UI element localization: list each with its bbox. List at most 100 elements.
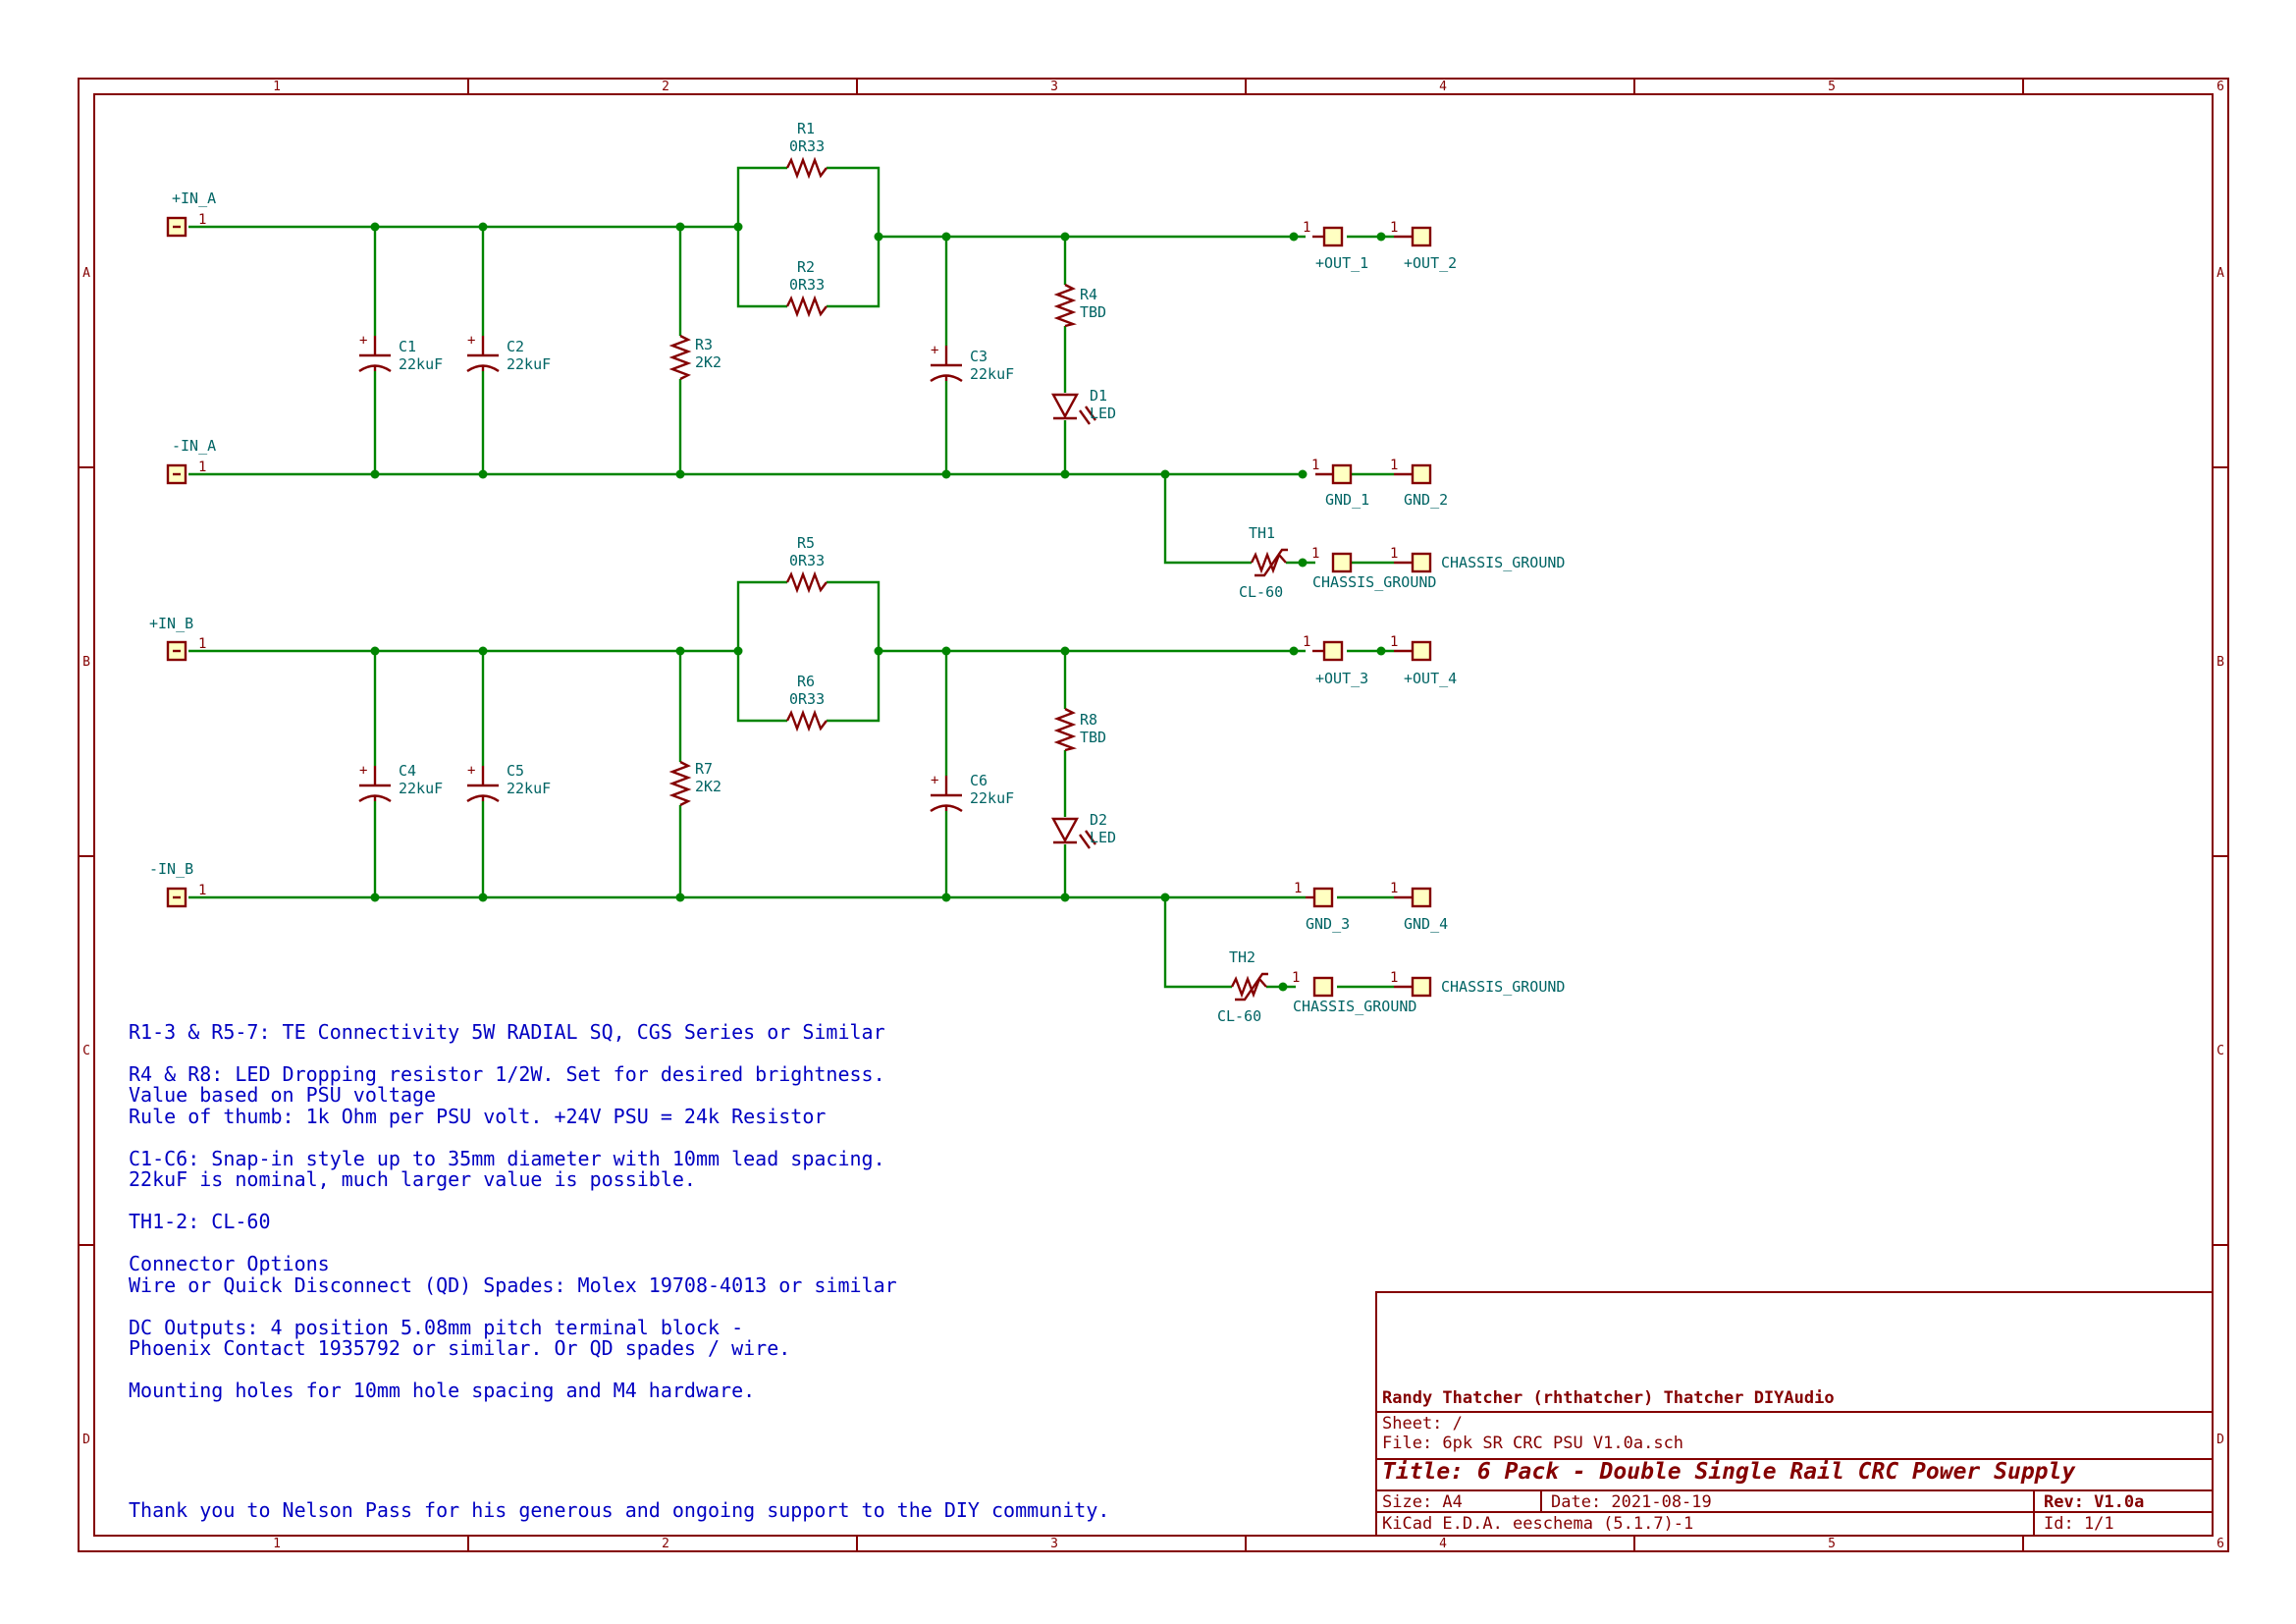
led-d1: D1 LED [1050, 387, 1116, 425]
ref-c3: C3 [970, 348, 988, 365]
pin-number: 1 [1390, 634, 1398, 650]
pin-number: 1 [1390, 881, 1398, 896]
thanks-note: Thank you to Nelson Pass for his generou… [129, 1498, 1109, 1522]
pin-number: 1 [1303, 220, 1310, 236]
pin-number: 1 [1390, 458, 1398, 473]
resistor-r5: R5 0R33 [785, 534, 828, 594]
pin-number: 1 [1311, 458, 1319, 473]
note-line: DC Outputs: 4 position 5.08mm pitch term… [129, 1316, 743, 1339]
junctions-a [370, 222, 1386, 568]
row-label: A [2216, 266, 2224, 281]
resistor-r3: R3 2K2 [668, 334, 721, 381]
tb-id: Id: 1/1 [2044, 1514, 2114, 1534]
connector-in-a-pos: 1 +IN_A [166, 189, 216, 238]
capacitor-c5: + C5 22kuF [466, 762, 551, 803]
row-label: D [2216, 1433, 2224, 1447]
thermistor-th1: TH1 CL-60 [1239, 524, 1288, 601]
resistor-r8: R8 TBD [1053, 707, 1106, 752]
connector-label: +OUT_2 [1404, 254, 1457, 272]
connector-label: GND_4 [1404, 915, 1448, 933]
junctions-b [370, 646, 1386, 992]
value-th2: CL-60 [1217, 1007, 1261, 1025]
connector-label: CHASSIS_GROUND [1312, 573, 1436, 591]
col-label: 2 [662, 80, 669, 94]
capacitor-c2: + C2 22kuF [466, 333, 551, 373]
title-block: Randy Thatcher (rhthatcher) Thatcher DIY… [1375, 1291, 2214, 1537]
ref-r7: R7 [695, 760, 713, 778]
capacitor-c3: + C3 22kuF [930, 343, 1014, 383]
value-r7: 2K2 [695, 778, 721, 795]
pin-number: 1 [1390, 546, 1398, 562]
pin-number: 1 [198, 212, 206, 228]
pin-number: 1 [1390, 970, 1398, 986]
note-line: Value based on PSU voltage [129, 1083, 436, 1107]
resistor-r6: R6 0R33 [785, 673, 828, 732]
resistor-r1: R1 0R33 [785, 120, 828, 180]
value-r5: 0R33 [789, 552, 825, 569]
row-label: A [82, 266, 90, 281]
connector-label: -IN_A [172, 437, 216, 455]
tb-title: Title: 6 Pack - Double Single Rail CRC P… [1382, 1459, 2076, 1485]
tb-sheet: Sheet: / [1382, 1414, 1463, 1434]
col-label: 4 [1439, 1537, 1447, 1551]
col-label: 5 [1828, 80, 1836, 94]
connector-chassis-ground-2: 1 CHASSIS_GROUND [1390, 546, 1565, 573]
value-r1: 0R33 [789, 137, 825, 155]
pin-number: 1 [1311, 546, 1319, 562]
row-label: B [82, 655, 90, 670]
connector-label: +OUT_3 [1315, 670, 1368, 687]
note-line: Phoenix Contact 1935792 or similar. Or Q… [129, 1336, 790, 1360]
tb-file: File: 6pk SR CRC PSU V1.0a.sch [1382, 1434, 1683, 1453]
connector-label: GND_2 [1404, 491, 1448, 509]
col-label: 6 [2216, 80, 2224, 94]
ref-c4: C4 [399, 762, 416, 780]
col-label: 3 [1050, 1537, 1058, 1551]
ref-th2: TH2 [1229, 948, 1255, 966]
connector-out-1: 1 +OUT_1 [1303, 220, 1368, 272]
connector-out-3: 1 +OUT_3 [1303, 634, 1368, 687]
connector-label: +IN_A [172, 189, 216, 207]
connector-label: CHASSIS_GROUND [1293, 998, 1416, 1015]
ref-r2: R2 [797, 258, 815, 276]
note-line: Mounting holes for 10mm hole spacing and… [129, 1379, 755, 1402]
tb-date: Date: 2021-08-19 [1551, 1492, 1712, 1512]
ref-c2: C2 [507, 338, 524, 355]
ref-c5: C5 [507, 762, 524, 780]
connector-gnd-1: 1 GND_1 [1311, 458, 1369, 509]
note-line: Rule of thumb: 1k Ohm per PSU volt. +24V… [129, 1105, 826, 1128]
ref-c6: C6 [970, 772, 988, 789]
ref-r3: R3 [695, 336, 713, 353]
tb-rev: Rev: V1.0a [2044, 1492, 2144, 1512]
pin-number: 1 [1390, 220, 1398, 236]
connector-chassis-ground-4: 1 CHASSIS_GROUND [1390, 970, 1565, 998]
connector-chassis-ground-1: 1 CHASSIS_GROUND [1311, 546, 1436, 591]
value-c6: 22kuF [970, 789, 1014, 807]
thermistor-th2: TH2 CL-60 [1217, 948, 1268, 1025]
connector-gnd-2: 1 GND_2 [1390, 458, 1448, 509]
value-d1: LED [1090, 405, 1116, 422]
connector-label: +IN_B [149, 615, 193, 632]
value-th1: CL-60 [1239, 583, 1283, 601]
connector-gnd-3: 1 GND_3 [1294, 881, 1350, 933]
tb-company: Randy Thatcher (rhthatcher) Thatcher DIY… [1382, 1388, 1835, 1408]
resistor-r4: R4 TBD [1053, 283, 1106, 328]
circuit-a: 1 +IN_A 1 -IN_A + C1 22kuF + C2 22k [166, 120, 1565, 601]
row-label: D [82, 1433, 90, 1447]
capacitor-c1: + C1 22kuF [358, 333, 443, 373]
connector-label: +OUT_1 [1315, 254, 1368, 272]
row-label: B [2216, 655, 2224, 670]
ref-c1: C1 [399, 338, 416, 355]
col-label: 3 [1050, 80, 1058, 94]
value-c1: 22kuF [399, 355, 443, 373]
col-label: 6 [2216, 1537, 2224, 1551]
value-r6: 0R33 [789, 690, 825, 708]
connector-chassis-ground-3: 1 CHASSIS_GROUND [1292, 970, 1416, 1015]
connector-out-4: 1 +OUT_4 [1390, 634, 1457, 687]
ref-d1: D1 [1090, 387, 1107, 405]
connector-label: CHASSIS_GROUND [1441, 554, 1565, 571]
ref-r8: R8 [1080, 711, 1097, 729]
tb-size: Size: A4 [1382, 1492, 1463, 1512]
note-line: TH1-2: CL-60 [129, 1210, 271, 1233]
ref-d2: D2 [1090, 811, 1107, 829]
